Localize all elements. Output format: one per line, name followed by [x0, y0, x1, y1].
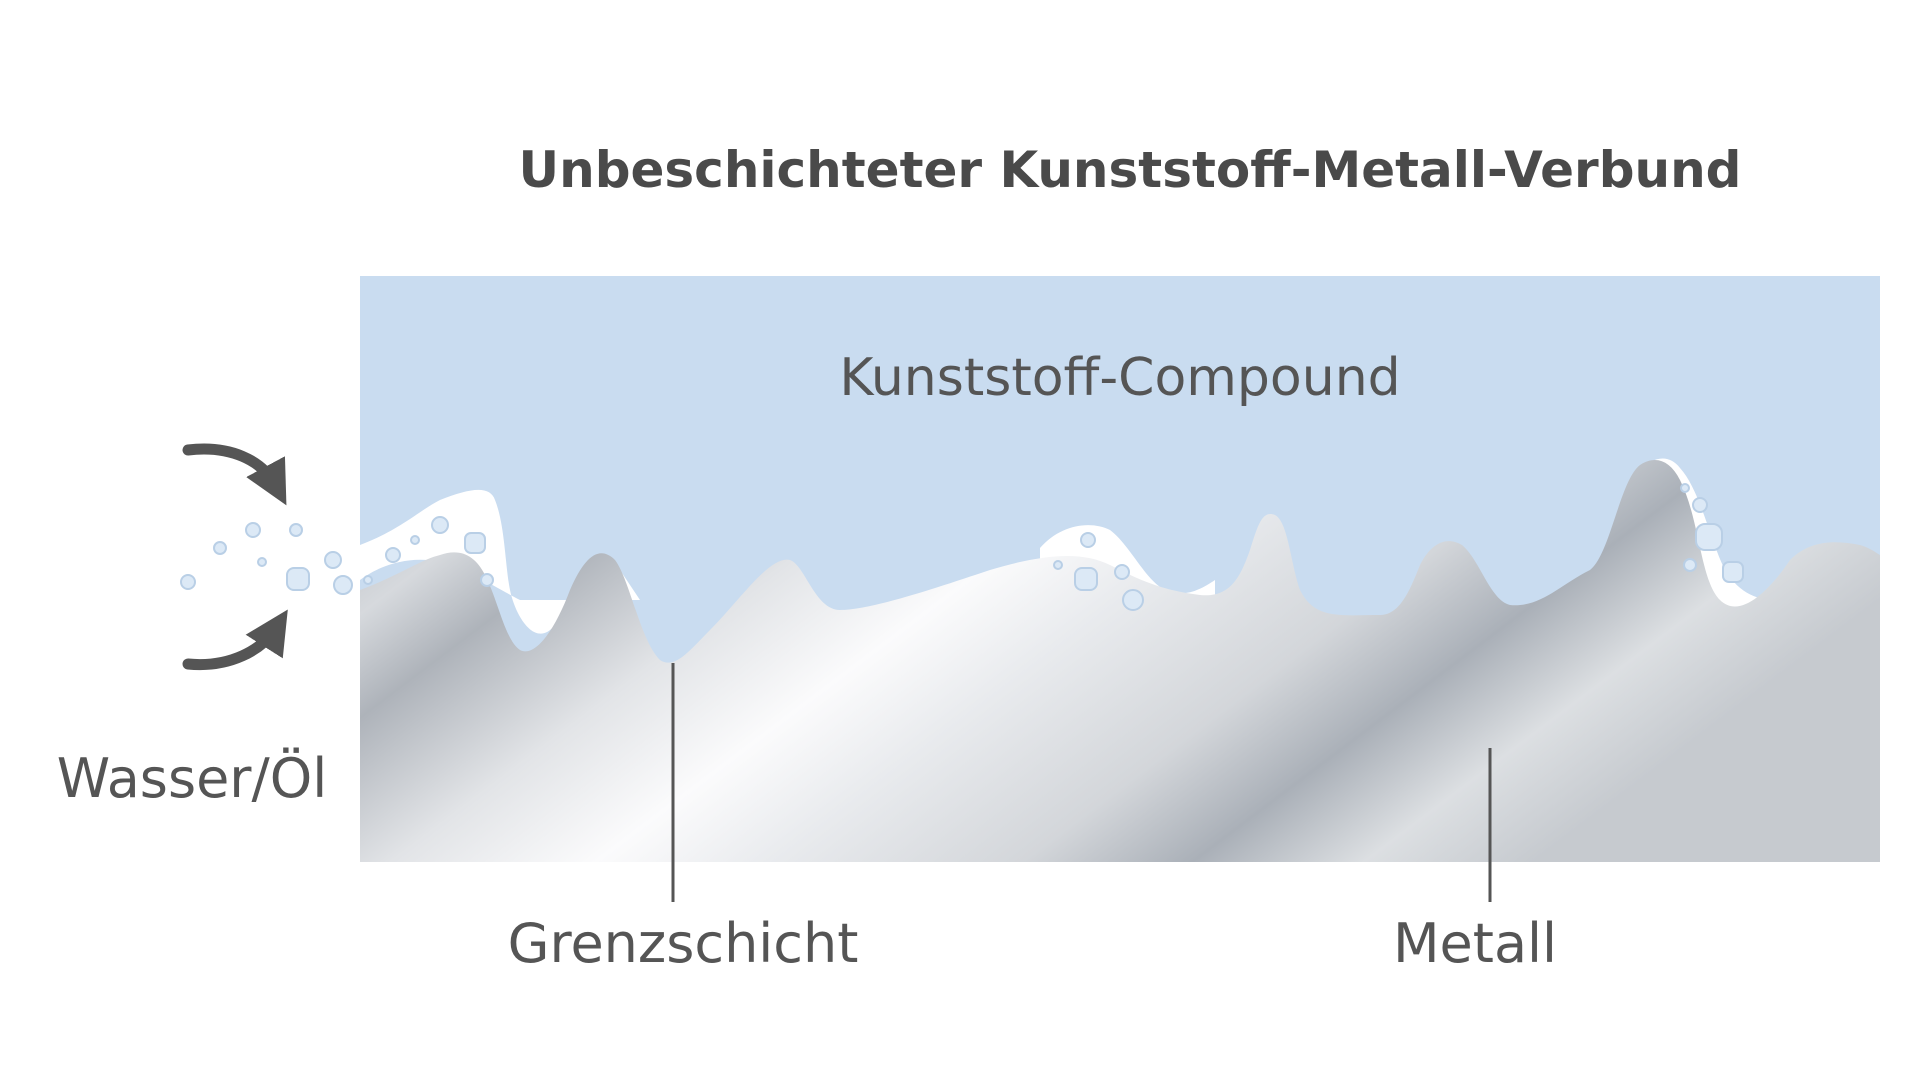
diagram-title: Unbeschichteter Kunststoff-Metall-Verbun… — [519, 141, 1742, 199]
water-gap-left — [360, 489, 640, 634]
label-boundary: Grenzschicht — [508, 912, 859, 975]
label-water-oil: Wasser/Öl — [57, 747, 327, 810]
water-bubbles — [180, 483, 1744, 611]
label-metal: Metall — [1393, 912, 1557, 975]
metal-layer — [360, 460, 1880, 862]
label-compound: Kunststoff-Compound — [839, 348, 1400, 408]
arrow-lower-icon — [182, 609, 288, 671]
arrow-upper-icon — [182, 443, 287, 506]
